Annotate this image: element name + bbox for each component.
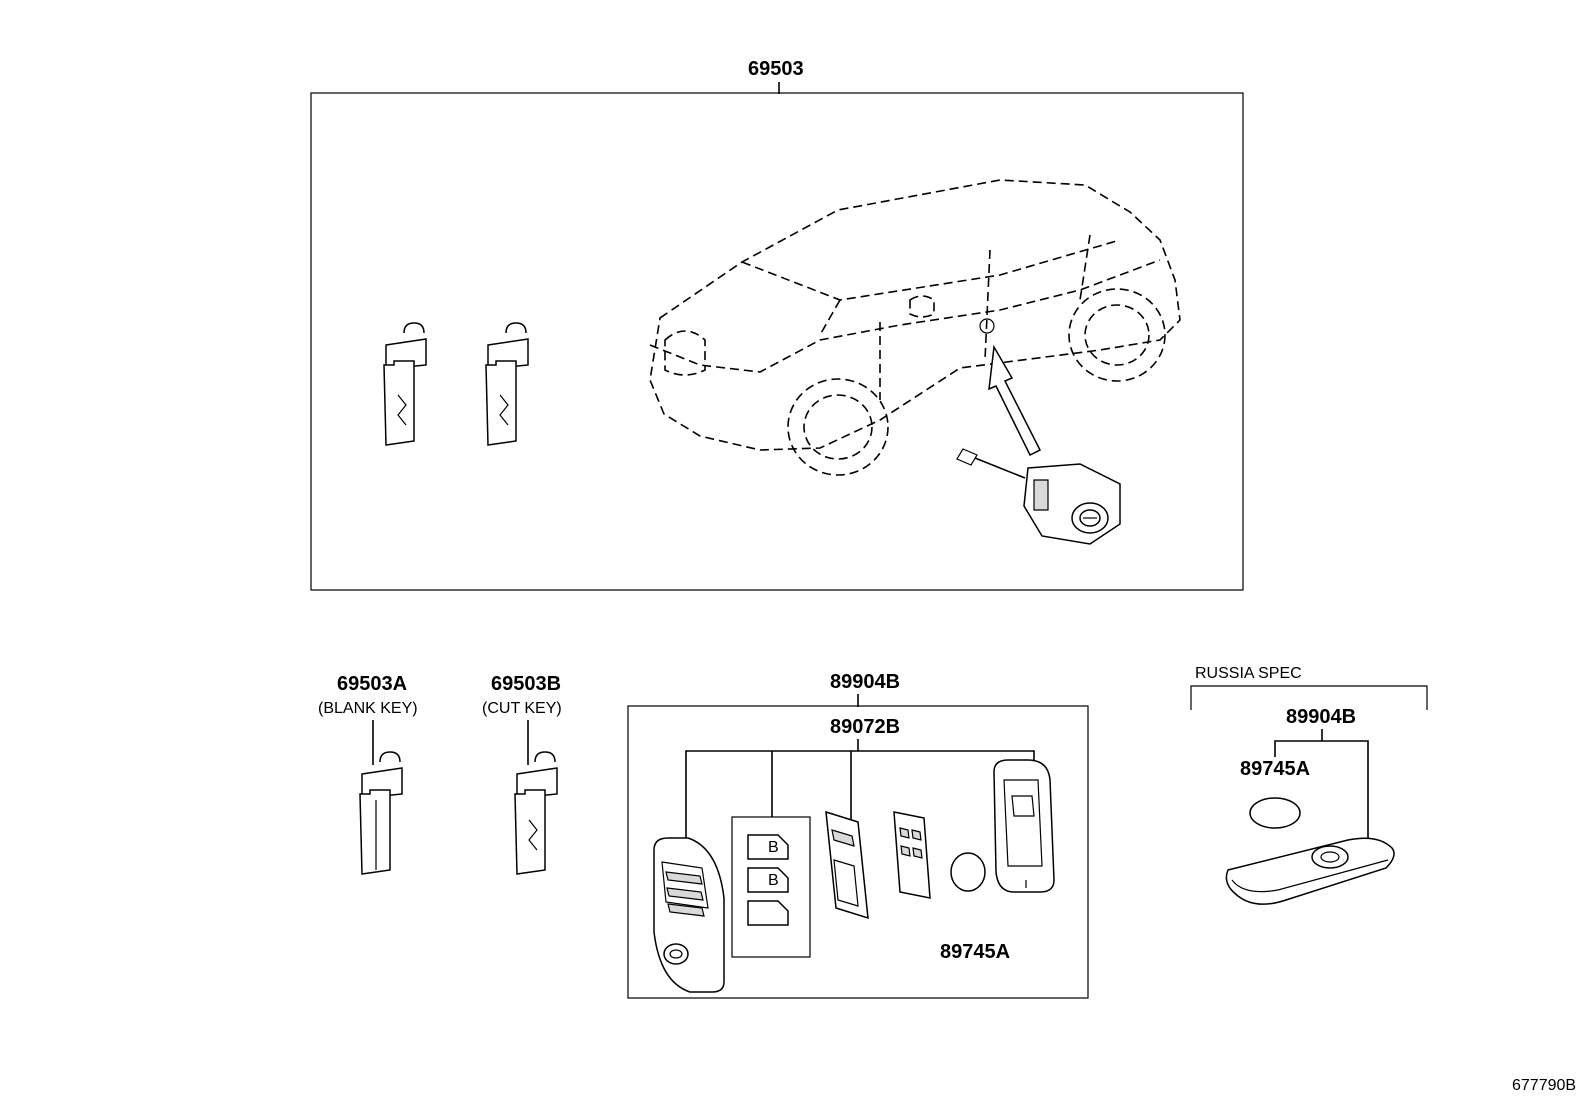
russia-battery-label[interactable]: 89745A [1240, 758, 1310, 780]
cut-key-label[interactable]: 69503B [491, 673, 561, 695]
svg-text:B: B [768, 839, 779, 856]
door-lock-arrow [988, 344, 1042, 457]
battery-label[interactable]: 89745A [940, 941, 1010, 963]
drawing-number: 677790B [1512, 1077, 1576, 1094]
assembly-group: 69503 [310, 58, 1244, 591]
assembly-frame [310, 92, 1244, 591]
russia-key-fob[interactable] [1225, 837, 1395, 905]
transmitter-housing-label[interactable]: 89072B [830, 716, 900, 738]
russia-battery[interactable] [1249, 797, 1301, 829]
russia-spec-group: RUSSIA SPEC 89904B 89745A [1190, 665, 1428, 905]
circuit-board[interactable] [825, 810, 869, 920]
inner-module[interactable] [893, 811, 931, 899]
transmitter-group: 89904B 89072B B B [627, 671, 1089, 999]
button-pad[interactable]: B B [731, 816, 811, 958]
transmitter-shell[interactable] [653, 837, 725, 993]
cut-key-note: (CUT KEY) [482, 700, 562, 717]
svg-text:B: B [768, 872, 779, 889]
assembly-key-right[interactable] [485, 322, 529, 446]
russia-spec-label[interactable]: RUSSIA SPEC [1195, 665, 1302, 682]
transmitter-label[interactable]: 89904B [830, 671, 900, 693]
back-cover[interactable] [993, 759, 1055, 893]
assembly-label[interactable]: 69503 [748, 58, 804, 80]
blank-key[interactable] [359, 751, 403, 875]
vehicle-outline [649, 179, 1181, 476]
battery[interactable] [950, 852, 986, 892]
cut-key-group: 69503B (CUT KEY) [482, 673, 562, 875]
door-lock-cylinder[interactable] [956, 448, 1121, 545]
assembly-key-left[interactable] [383, 322, 427, 446]
russia-transmitter-label[interactable]: 89904B [1286, 706, 1356, 728]
cut-key[interactable] [514, 751, 558, 875]
blank-key-note: (BLANK KEY) [318, 700, 418, 717]
door-lock-position-marker [979, 318, 995, 334]
blank-key-label[interactable]: 69503A [337, 673, 407, 695]
transmitter-frame [627, 705, 1089, 999]
blank-key-group: 69503A (BLANK KEY) [318, 673, 418, 875]
